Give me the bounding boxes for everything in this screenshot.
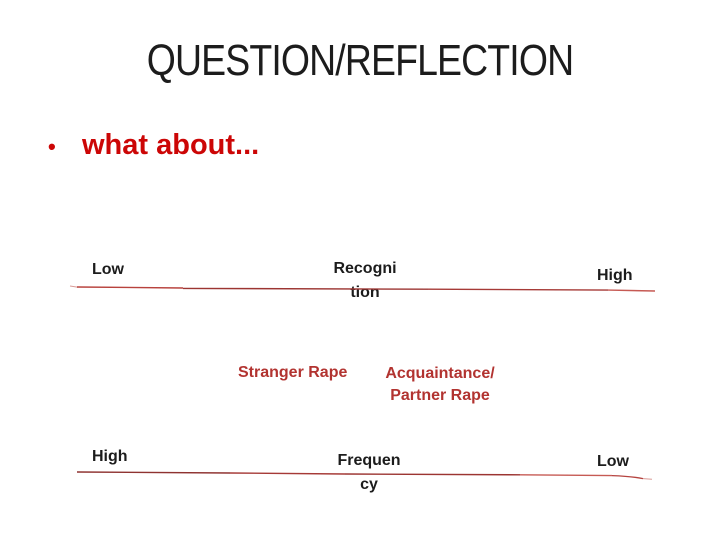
recognition-axis-line-segment	[427, 288, 609, 291]
bullet-text: what about...	[82, 129, 260, 161]
frequency-axis-line-segment	[344, 473, 521, 476]
frequency-axis-left-label: High	[92, 448, 128, 465]
recognition-axis-title: Recogni tion	[295, 257, 435, 305]
frequency-axis-title-line1: Frequen	[337, 452, 401, 469]
recognition-axis-right-label: High	[597, 267, 633, 284]
frequency-axis-line-segment	[519, 474, 613, 477]
recognition-axis-line-segment	[76, 286, 184, 289]
stranger-rape-label: Stranger Rape	[238, 364, 348, 381]
frequency-axis-line-segment	[76, 471, 231, 474]
frequency-axis-title: Frequen cy	[299, 449, 439, 497]
frequency-axis-line-segment	[229, 472, 346, 475]
recognition-axis-left-label: Low	[92, 261, 124, 278]
recognition-axis-line-segment	[182, 287, 429, 290]
acquaintance-partner-rape-label: Acquaintance/ Partner Rape	[360, 363, 520, 407]
frequency-axis-title-line2: cy	[360, 476, 378, 493]
recognition-axis-title-line2: tion	[350, 284, 380, 301]
acquaintance-label-line1: Acquaintance/	[385, 365, 495, 382]
bullet-marker-icon: •	[48, 134, 56, 159]
acquaintance-label-line2: Partner Rape	[390, 387, 490, 404]
frequency-axis-line-tail-fade	[642, 478, 653, 480]
recognition-axis-line-lead	[69, 285, 79, 288]
recognition-axis-title-line1: Recogni	[333, 260, 397, 277]
bullet-item: • what about...	[48, 129, 259, 162]
slide-title: QUESTION/REFLECTION	[146, 36, 574, 85]
frequency-axis-right-label: Low	[597, 453, 629, 470]
recognition-axis-line-segment	[607, 289, 656, 292]
frequency-axis-line-tail	[611, 474, 644, 480]
